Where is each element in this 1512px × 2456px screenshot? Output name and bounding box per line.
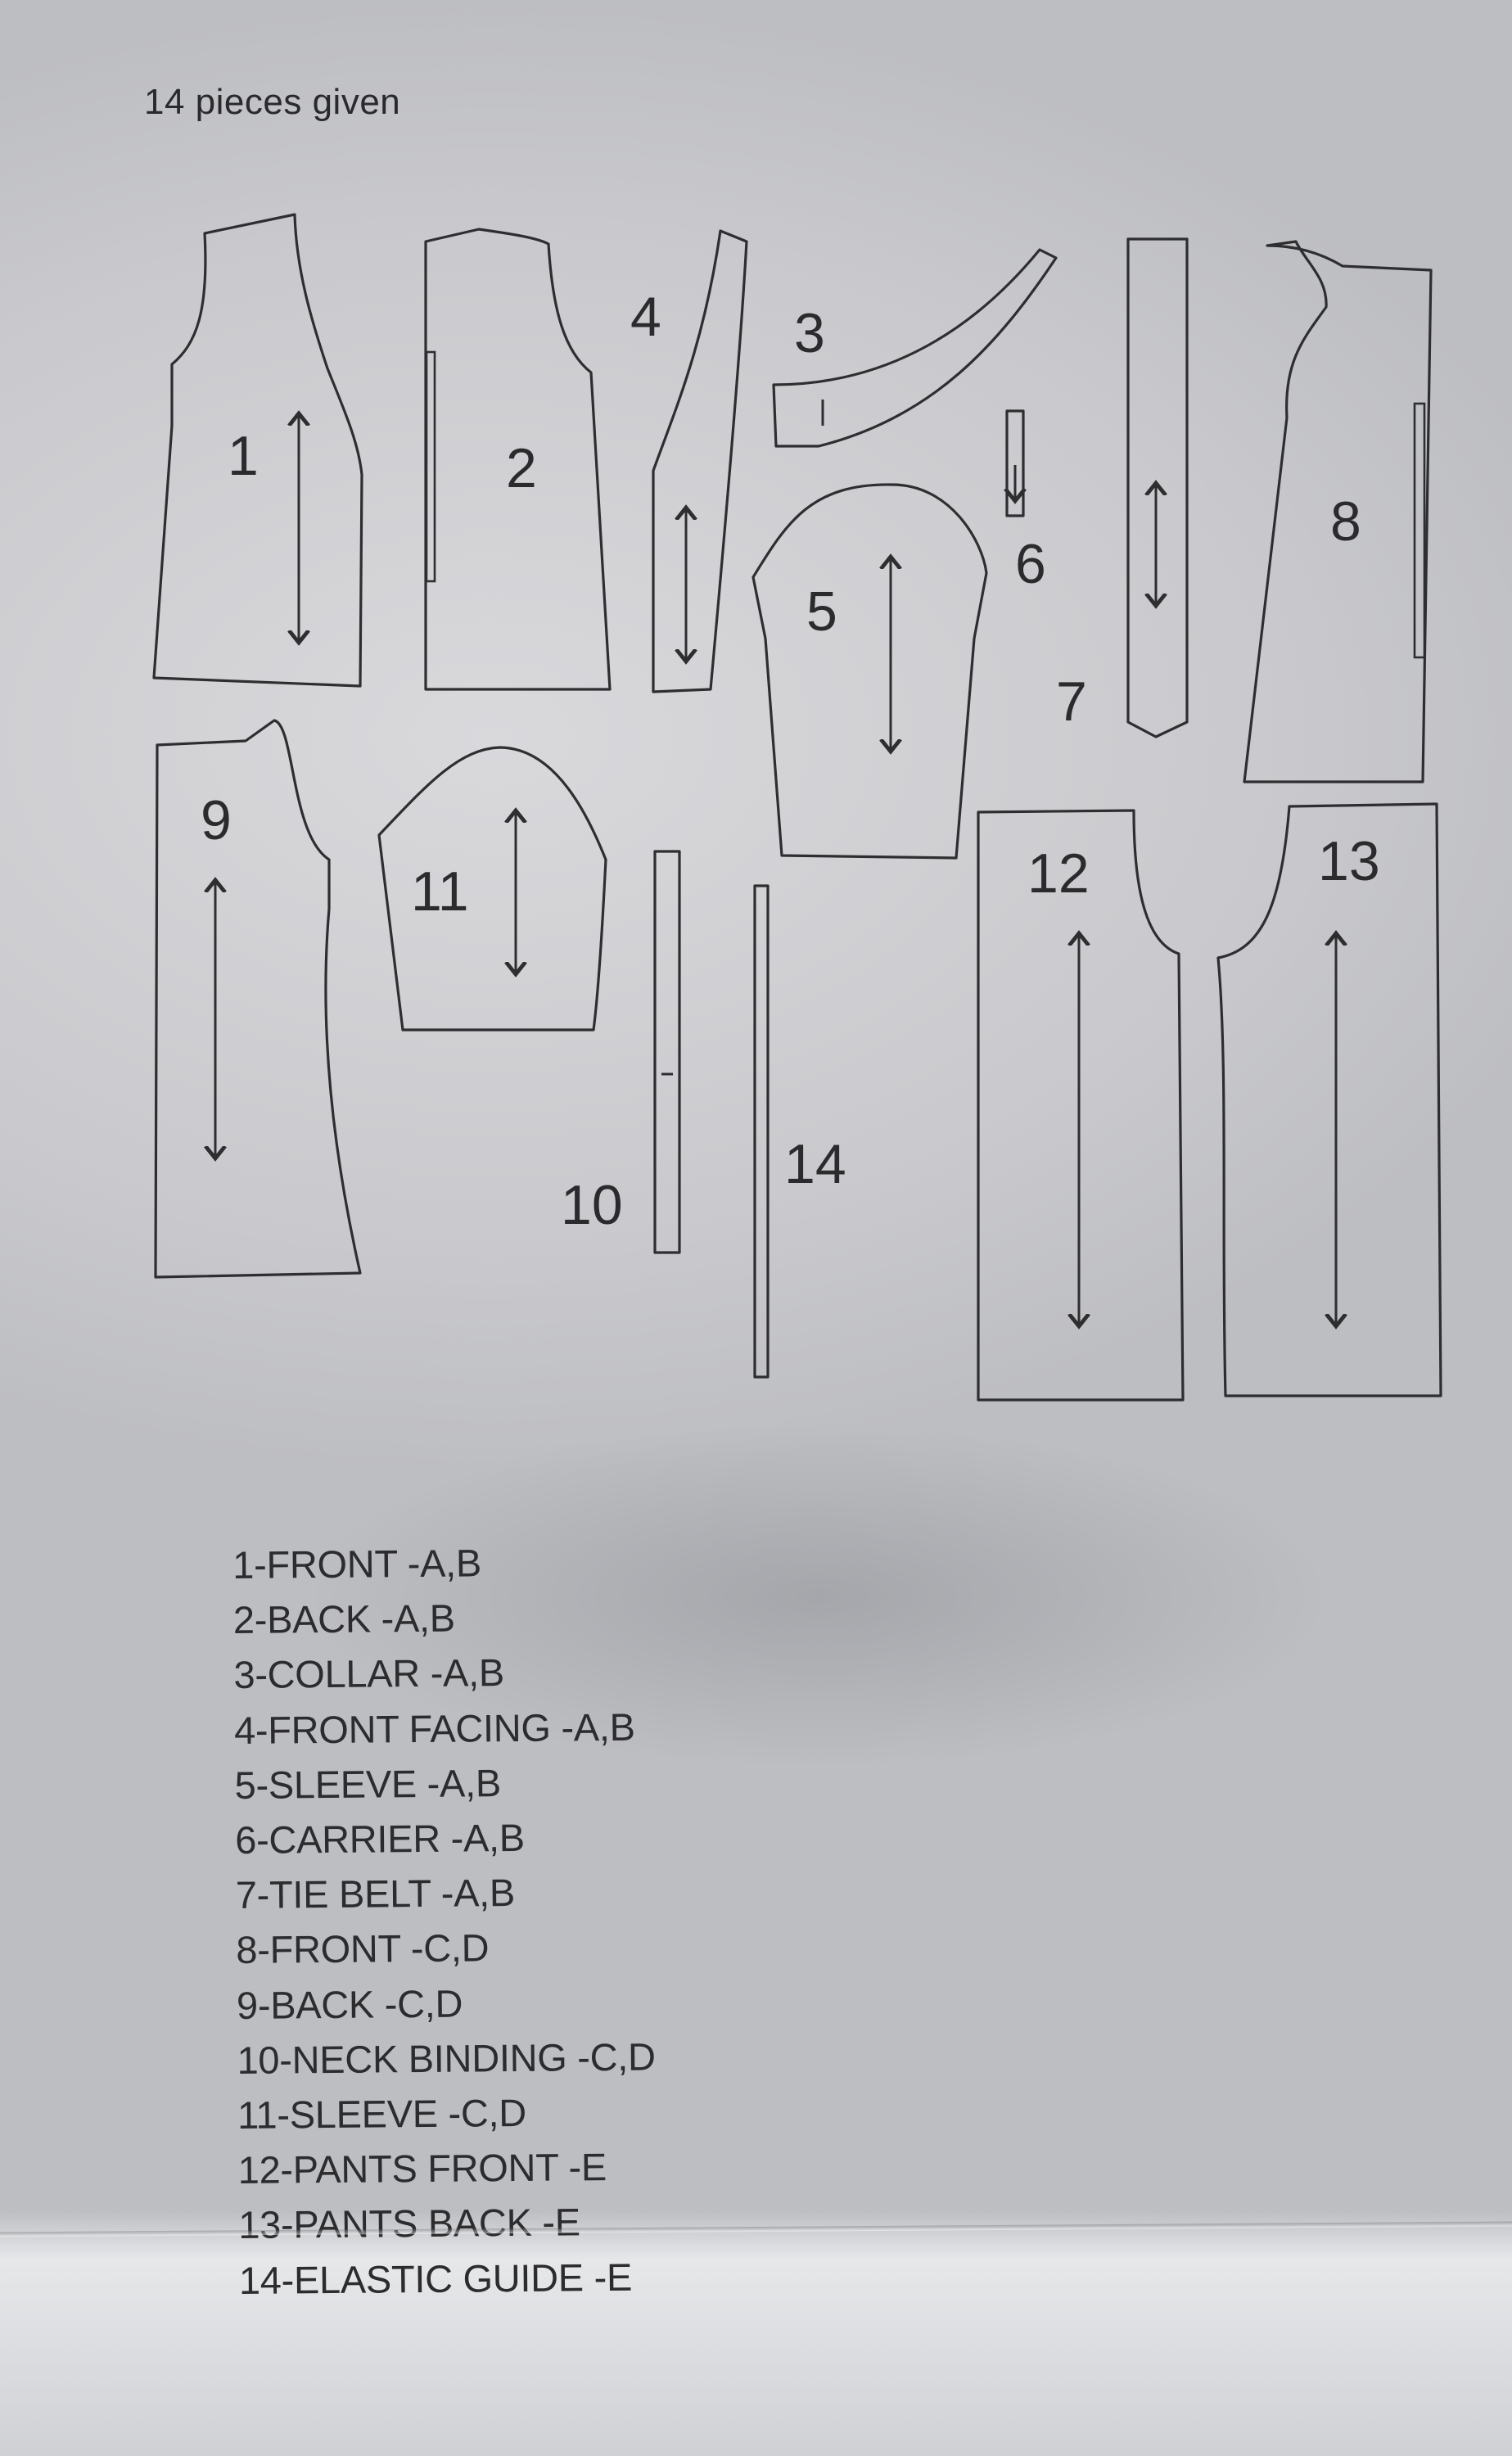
- legend-item: 14-ELASTIC GUIDE -E: [238, 2255, 633, 2302]
- piece-5-sleeve: 5: [751, 483, 988, 860]
- piece-12-pants-front: 12: [977, 809, 1185, 1402]
- legend-item: 1-FRONT -A,B: [232, 1541, 482, 1587]
- piece-11-sleeve-cd: 11: [377, 746, 607, 1032]
- pattern-pieces-diagram: 1 2 4 3 6 7: [152, 213, 1442, 1402]
- piece-number: 2: [506, 437, 537, 499]
- paper-fold-line: [0, 2221, 1512, 2237]
- legend-item: 7-TIE BELT -A,B: [235, 1871, 516, 1917]
- legend-item: 8-FRONT -C,D: [236, 1926, 490, 1972]
- piece-4-front-facing: 4: [630, 229, 748, 693]
- piece-number: 13: [1318, 830, 1380, 892]
- legend-item: 10-NECK BINDING -C,D: [237, 2034, 656, 2082]
- legend-item: 6-CARRIER -A,B: [234, 1815, 526, 1862]
- piece-13-pants-back: 13: [1216, 802, 1442, 1397]
- legend-item: 9-BACK -C,D: [236, 1981, 463, 2027]
- pieces-legend: 1-FRONT -A,B 2-BACK -A,B 3-COLLAR -A,B 4…: [232, 1534, 657, 2308]
- piece-number: 14: [784, 1133, 846, 1195]
- piece-number: 5: [806, 580, 837, 643]
- piece-number: 10: [561, 1174, 623, 1236]
- piece-number: 7: [1056, 670, 1087, 733]
- piece-number: 9: [201, 789, 232, 851]
- piece-8-front-cd: 8: [1243, 240, 1433, 783]
- legend-item: 3-COLLAR -A,B: [233, 1650, 505, 1697]
- piece-number: 6: [1015, 533, 1046, 595]
- legend-item: 5-SLEEVE -A,B: [234, 1760, 502, 1807]
- pieces-count-heading: 14 pieces given: [144, 82, 401, 122]
- piece-number: 8: [1330, 490, 1361, 553]
- legend-item: 12-PANTS FRONT -E: [237, 2145, 607, 2192]
- piece-number: 12: [1027, 842, 1090, 905]
- piece-number: 11: [411, 860, 469, 923]
- legend-item: 2-BACK -A,B: [232, 1596, 456, 1642]
- piece-10-neck-binding: 10: [561, 850, 681, 1254]
- legend-item: 11-SLEEVE -C,D: [237, 2090, 527, 2138]
- piece-2-back: 2: [424, 228, 612, 691]
- piece-number: 4: [630, 286, 661, 348]
- piece-7-tie-belt: 7: [1056, 237, 1189, 738]
- piece-number: 1: [228, 425, 259, 487]
- piece-1-front: 1: [152, 213, 363, 688]
- piece-14-elastic-guide: 14: [753, 884, 846, 1379]
- piece-number: 3: [794, 302, 825, 364]
- piece-9-back-cd: 9: [154, 719, 362, 1279]
- legend-item: 4-FRONT FACING -A,B: [233, 1704, 635, 1752]
- piece-3-collar: 3: [772, 248, 1058, 448]
- piece-6-carrier: 6: [1007, 409, 1046, 595]
- legend-item: 13-PANTS BACK -E: [238, 2200, 580, 2247]
